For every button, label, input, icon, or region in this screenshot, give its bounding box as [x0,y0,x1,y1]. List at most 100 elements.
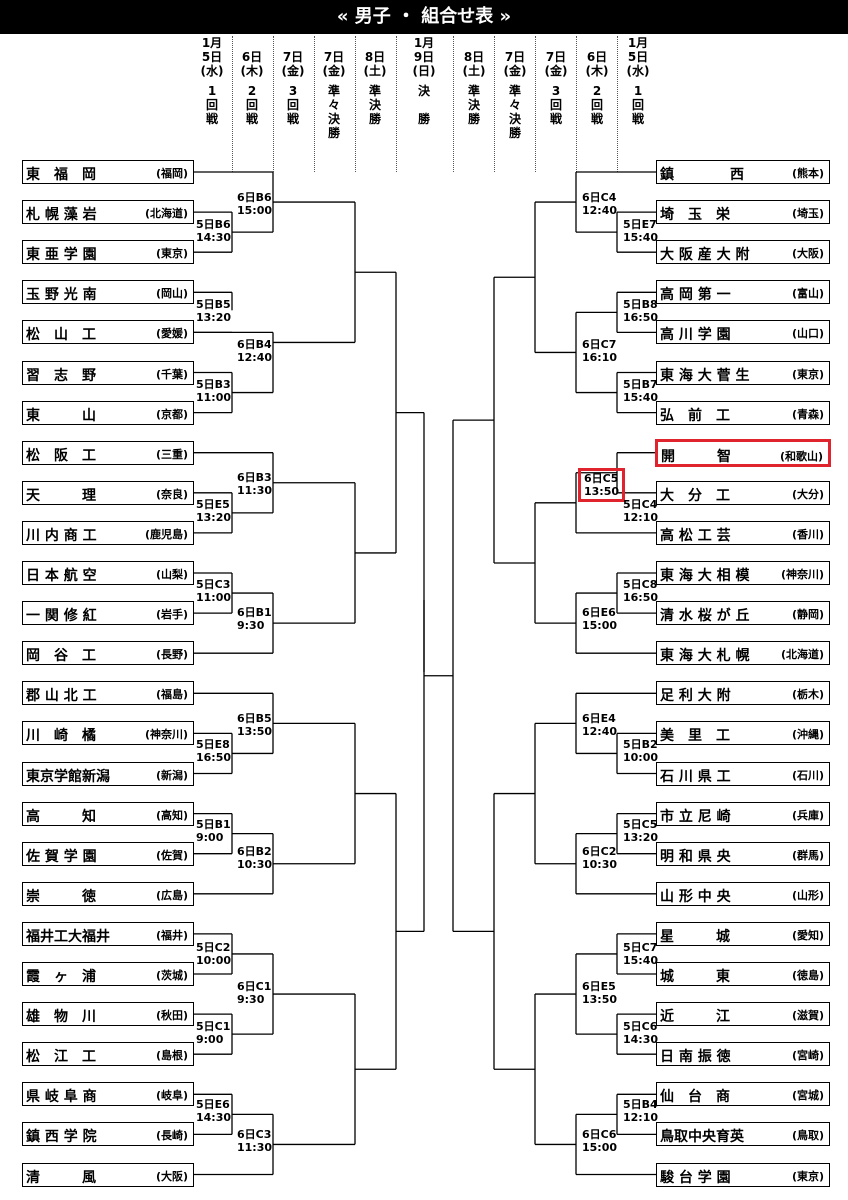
team-entry: 石 川 県 工(石川) [656,761,830,786]
match-court: 5日B5 [196,298,231,311]
team-name: 明 和 県 央 [660,848,731,865]
team-name: 崇 徳 [26,888,96,905]
team-prefecture: (富山) [791,287,824,301]
header-col-left-3: 7日(金)準々決勝 [314,36,354,140]
match-time: 12:10 [623,511,659,524]
header-round-text: 回 [590,98,603,112]
team-name: 霞 ヶ 浦 [26,969,96,985]
team-name: 清 水 桜 が 丘 [660,608,750,625]
team-name: 天 理 [26,487,96,504]
header-round-text: 勝 [508,126,521,140]
match-time: 14:30 [623,1033,659,1046]
team-prefecture: (鳥取) [791,1129,824,1143]
match-court: 5日C1 [196,1020,231,1033]
team-name: 埼 玉 栄 [660,207,730,224]
match-court: 6日B4 [237,338,272,351]
match-time: 9:00 [196,1033,224,1046]
team-entry: 松 阪 工(三重) [22,440,194,465]
header-round-text: 回 [631,98,644,112]
header-date-text: 6日 [586,50,608,64]
header-round-text: 勝 [368,112,381,126]
team-name: 東京学館新潟 [26,768,110,785]
team-entry: 仙 台 商(宮城) [656,1082,830,1107]
team-entry: 弘 前 工(青森) [656,400,830,425]
team-entry: 習 志 野(千葉) [22,360,194,385]
team-prefecture: (秋田) [155,1009,188,1023]
team-entry: 明 和 県 央(群馬) [656,841,830,866]
header-round-text: 準 [327,84,340,98]
team-entry: 県 岐 阜 商(岐阜) [22,1082,194,1107]
team-name: 玉 野 光 南 [26,287,97,304]
team-entry: 日 南 振 徳 (宮崎) [656,1042,830,1067]
team-entry: 大 分 工(大分) [656,480,830,505]
team-name: 石 川 県 工 [660,768,731,785]
team-name: 川 崎 橘 [26,728,96,745]
team-name: 札 幌 藻 岩 [26,207,97,224]
team-name: 一 関 修 紅 [26,608,97,625]
match-court: 6日C3 [237,1128,272,1141]
header-date-text: 5日 [201,50,223,64]
header-date-text: (土) [462,64,486,78]
match-time: 9:30 [237,993,265,1006]
header-round-text: 決 [508,112,521,126]
header-date-text: (金) [503,64,527,78]
team-prefecture: (宮崎) [791,1049,824,1063]
header-separator [355,36,356,172]
team-entry: 玉 野 光 南(岡山) [22,280,194,305]
team-name: 日 南 振 徳 [660,1049,731,1066]
match-court: 5日E7 [623,218,657,231]
header-separator [396,36,397,172]
header-round-text: 戦 [631,112,644,126]
team-entry: 東 海 大 菅 生(東京) [656,360,830,385]
header-round-text: 2 [592,84,602,98]
header-round-text: 準 [508,84,521,98]
team-prefecture: (岐阜) [155,1089,188,1103]
team-entry: 山 形 中 央(山形) [656,881,830,906]
team-prefecture: (福島) [155,688,188,702]
match-court: 6日C2 [582,845,617,858]
team-entry: 天 理(奈良) [22,480,194,505]
header-round-text: 3 [551,84,561,98]
team-prefecture: (静岡) [791,608,824,622]
team-prefecture: (香川) [791,527,824,541]
team-name: 高 松 工 芸 [660,527,731,544]
team-entry: 埼 玉 栄(埼玉) [656,200,830,225]
header-round-text: 準 [368,84,381,98]
match-court: 5日B3 [196,378,231,391]
team-name: 東 山 [26,407,96,424]
team-entry: 岡 谷 工(長野) [22,641,194,666]
team-prefecture: (高知) [155,808,188,822]
match-court: 5日B6 [196,218,231,231]
team-prefecture: (東京) [791,1169,824,1183]
header-date-text: (金) [281,64,305,78]
team-entry: 鳥取中央育英(鳥取) [656,1122,830,1147]
match-court: 6日C7 [582,338,617,351]
team-name: 鎮 西 [660,167,744,183]
header-date-text: (日) [412,64,436,78]
match-time: 14:30 [196,231,232,244]
header-date-text: 1月 [413,36,435,50]
match-court: 6日E6 [582,606,616,619]
team-prefecture: (山口) [791,327,824,341]
match-time: 9:30 [237,619,265,632]
match-time: 10:00 [196,954,232,967]
match-time: 15:40 [623,231,659,244]
match-court: 6日E4 [582,712,616,725]
team-name: 高 岡 第 一 [660,287,731,304]
team-name: 郡 山 北 工 [26,688,97,705]
team-name: 高 知 [26,808,96,825]
match-time: 13:20 [196,311,232,324]
